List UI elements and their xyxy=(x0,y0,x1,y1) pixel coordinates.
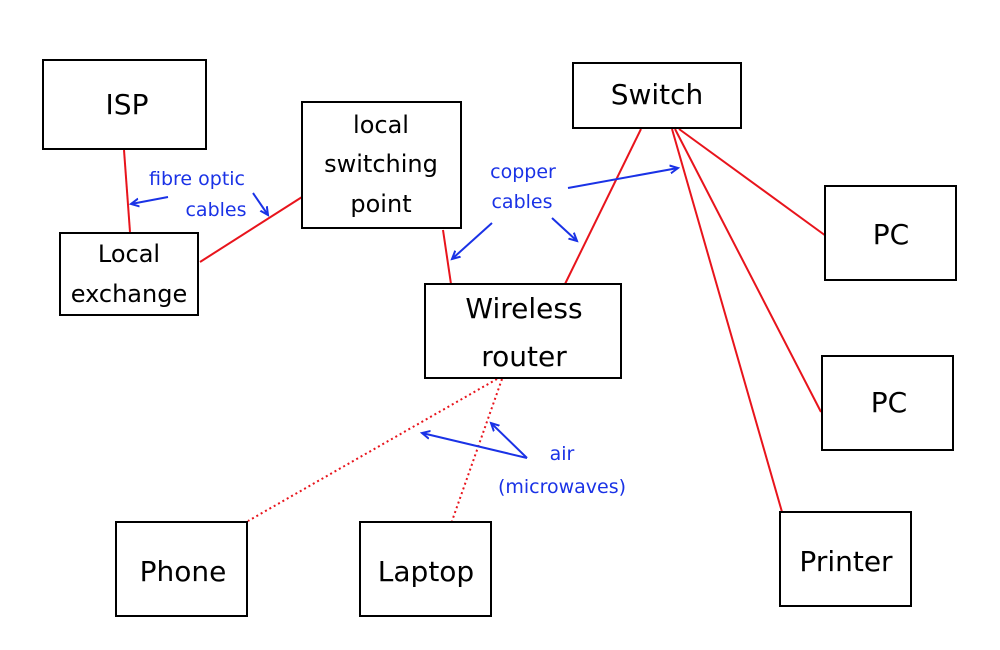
fibre-arrow-left xyxy=(131,196,169,204)
pc-2-label: PC xyxy=(871,386,907,419)
local-switching-point-label-line-2: switching xyxy=(324,150,438,178)
copper-arrow-to-right xyxy=(551,217,577,241)
pc-1-node: PC xyxy=(824,185,957,281)
exchange-to-switching-point-line xyxy=(199,196,303,263)
isp-node: ISP xyxy=(42,59,207,150)
phone-node: Phone xyxy=(115,521,248,617)
copper-annotation: copper cables xyxy=(490,161,556,213)
air-annotation: air (microwaves) xyxy=(498,443,626,498)
wireless-router-label-line-1: Wireless xyxy=(465,292,582,325)
switching-point-to-router-line xyxy=(442,229,452,285)
switch-node: Switch xyxy=(572,62,742,129)
air-arrow-up xyxy=(491,423,528,459)
switch-to-router-line xyxy=(564,128,642,285)
wireless-router-node: Wireless router xyxy=(424,283,622,379)
printer-label: Printer xyxy=(799,545,893,578)
wireless-router-label-line-2: router xyxy=(481,340,567,373)
isp-to-local-exchange-line xyxy=(123,149,131,233)
router-to-phone-wireless-link xyxy=(247,378,498,522)
switch-label: Switch xyxy=(611,78,704,111)
fibre-annotation: fibre optic cables xyxy=(149,168,247,221)
local-switching-point-label-line-3: point xyxy=(350,190,411,218)
annotation-arrows xyxy=(131,168,678,459)
air-annotation-line-2: (microwaves) xyxy=(498,476,626,498)
copper-annotation-line-2: cables xyxy=(491,191,552,213)
local-exchange-label-line-2: exchange xyxy=(71,280,187,308)
phone-label: Phone xyxy=(140,555,227,588)
local-switching-point-label-line-1: local xyxy=(353,111,409,139)
connections xyxy=(123,128,827,522)
router-to-laptop-wireless-link xyxy=(451,378,503,522)
pc-2-node: PC xyxy=(821,355,954,451)
laptop-node: Laptop xyxy=(359,521,492,617)
fibre-annotation-line-2: cables xyxy=(185,199,246,221)
fibre-annotation-line-1: fibre optic xyxy=(149,168,245,190)
local-switching-point-node: local switching point xyxy=(301,101,462,229)
pc-1-label: PC xyxy=(873,218,909,251)
switch-to-pc-2-line xyxy=(674,128,822,413)
switch-to-printer-line xyxy=(671,128,783,513)
air-arrow-left xyxy=(422,433,528,459)
copper-arrow-to-switch xyxy=(567,168,678,189)
laptop-label: Laptop xyxy=(378,555,474,588)
copper-arrow-to-left xyxy=(452,222,493,259)
local-exchange-label-line-1: Local xyxy=(98,240,160,268)
isp-label: ISP xyxy=(106,88,149,121)
fibre-arrow-right xyxy=(252,192,268,215)
switch-to-pc-1-line xyxy=(678,128,827,237)
local-exchange-node: Local exchange xyxy=(59,232,199,316)
copper-annotation-line-1: copper xyxy=(490,161,556,183)
air-annotation-line-1: air xyxy=(550,443,575,465)
printer-node: Printer xyxy=(779,511,912,607)
